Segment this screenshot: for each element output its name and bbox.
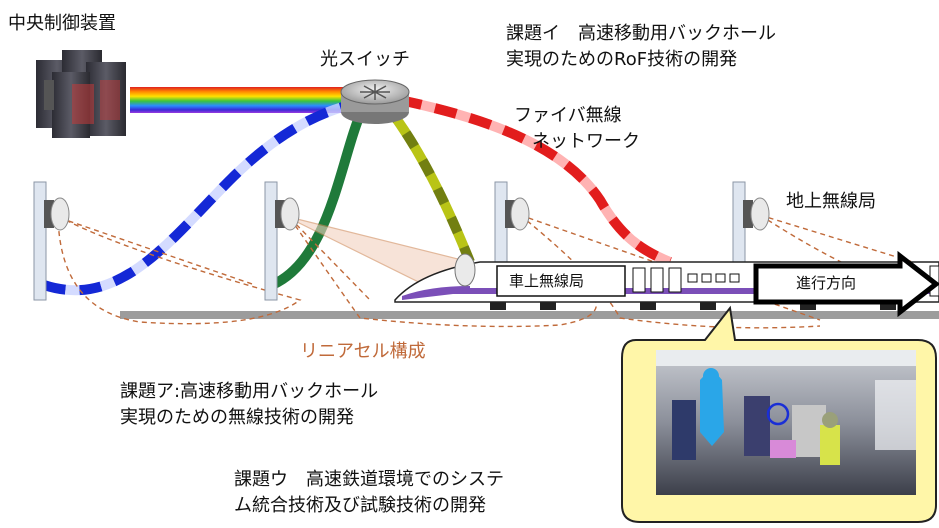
label-central-control: 中央制御装置 [8, 13, 116, 34]
server-rack-icon [36, 50, 126, 138]
label-fiber-wireless-2: ネットワーク [532, 131, 640, 152]
onboard-photo [656, 350, 916, 495]
task-a-line2: 実現のための無線技術の開発 [120, 407, 354, 428]
optical-switch-icon [340, 79, 410, 124]
rail-track [120, 311, 939, 319]
task-u-line1: 課題ウ 高速鉄道環境でのシステ [234, 469, 504, 490]
label-ground-station: 地上無線局 [786, 191, 876, 212]
task-i-line1: 課題イ 高速移動用バックホール [506, 23, 776, 44]
label-direction: 進行方向 [796, 274, 857, 292]
blue-fiber [42, 100, 352, 296]
yellow-fiber [385, 107, 475, 264]
antenna-icon-1 [33, 181, 70, 301]
task-i-line2: 実現のためのRoF技術の開発 [506, 49, 738, 70]
label-fiber-wireless-1: ファイバ無線 [514, 105, 622, 126]
label-optical-switch: 光スイッチ [320, 49, 410, 70]
task-u-line2: ム統合技術及び試験技術の開発 [234, 495, 486, 516]
label-onboard-station: 車上無線局 [509, 272, 585, 290]
task-a-line1: 課題ア:高速移動用バックホール [120, 381, 379, 402]
rainbow-fiber-band [130, 87, 350, 113]
label-linear-cell: リニアセル構成 [300, 341, 426, 362]
arrow-right-icon [753, 250, 939, 318]
green-fiber [269, 107, 367, 290]
antenna-icon-2 [264, 181, 300, 301]
